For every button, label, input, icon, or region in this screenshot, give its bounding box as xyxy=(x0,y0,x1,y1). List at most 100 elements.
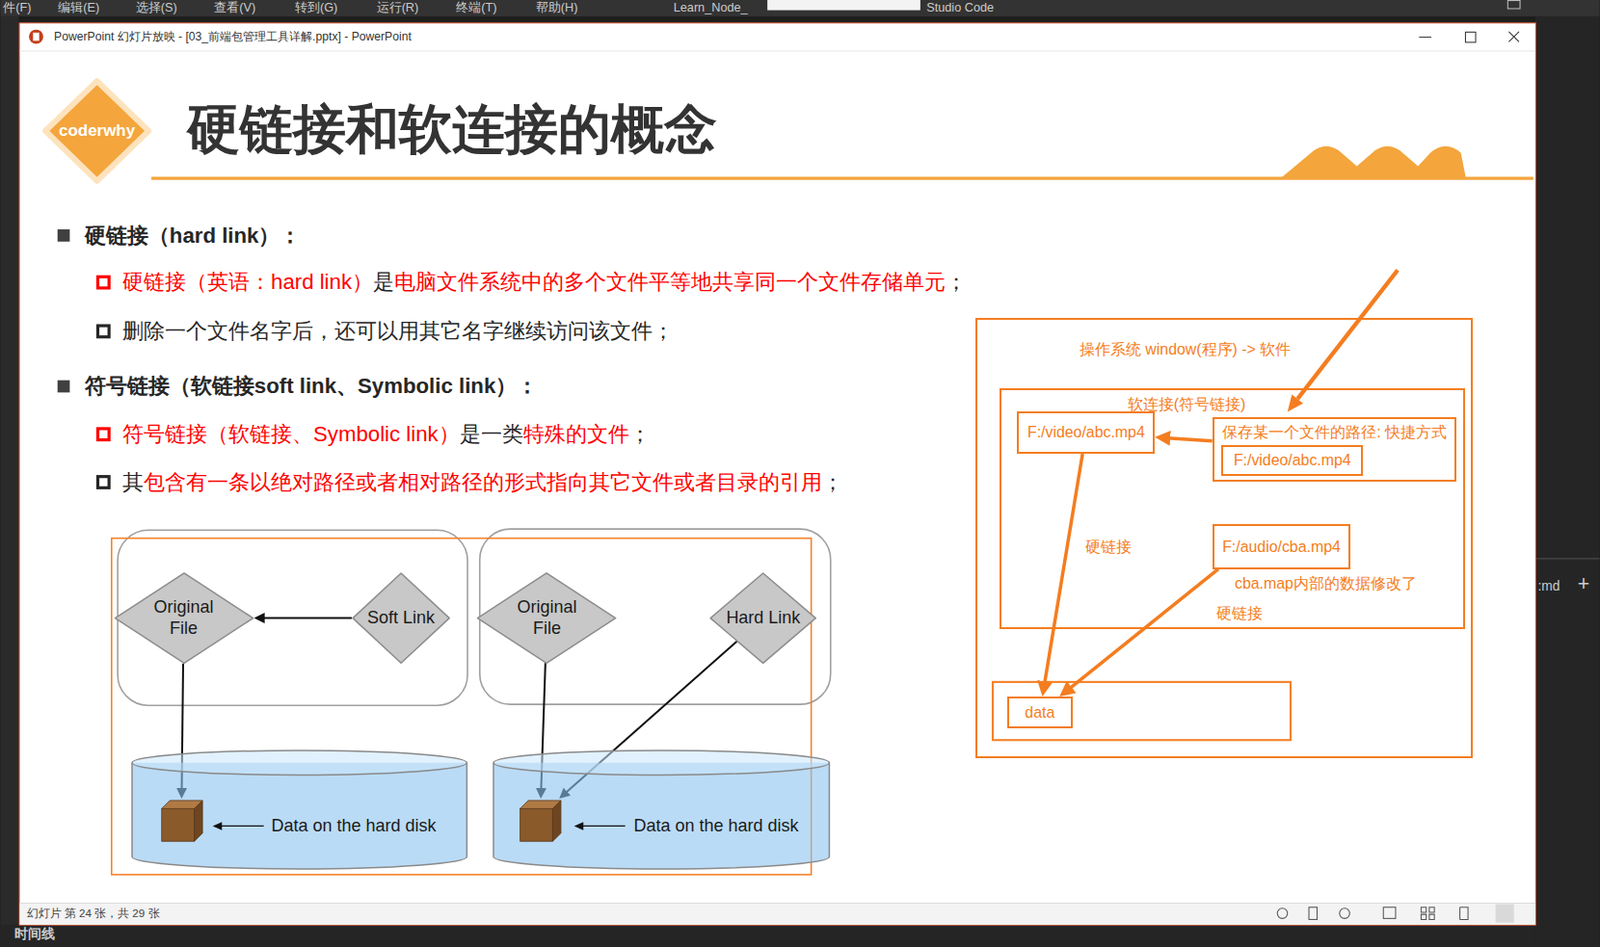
label-anchor: 帮助(H) xyxy=(535,0,579,17)
node-text: Data on the hard disk xyxy=(271,815,437,838)
menu-bar xyxy=(0,0,1600,17)
maximize-button xyxy=(1465,31,1476,43)
bullet-text: 是 xyxy=(373,268,395,296)
side-panel xyxy=(1535,16,1600,947)
status-text: 幻灯片 第 24 张，共 29 张 xyxy=(26,906,160,922)
pointer-arrowhead xyxy=(1287,395,1304,413)
leader-line xyxy=(220,826,264,827)
label-anchor: 硬链接 xyxy=(1214,604,1265,624)
file-diamond: Original File xyxy=(476,572,617,665)
pointer-arrow xyxy=(1297,269,1398,400)
leader-arrowhead xyxy=(574,822,585,830)
bullet-heading: 符号链接（软链接soft link、Symbolic link）： xyxy=(84,373,538,400)
file-diamond: Original File xyxy=(113,572,255,665)
connector xyxy=(260,617,352,620)
text-line: 其包含有一条以绝对路径或者相对路径的形式指向其它文件或者目录的引用； xyxy=(122,469,844,497)
node-text: Soft Link xyxy=(367,607,435,630)
panel-tab: :md xyxy=(1537,578,1560,595)
edge-label: 硬链接 xyxy=(1083,537,1134,558)
text-line: 删除一个文件名字后，还可以用其它名字继续访问该文件； xyxy=(122,318,674,346)
storage-frame xyxy=(992,682,1291,741)
label-anchor: 时间线 xyxy=(14,926,55,943)
label-anchor: Learn_Node_ xyxy=(673,0,748,17)
path-box: F:/video/abc.mp4 xyxy=(1221,445,1363,477)
node-text: Original File xyxy=(510,597,583,640)
file-box: F:/video/abc.mp4 xyxy=(1016,411,1155,454)
sub-bullet xyxy=(97,477,109,489)
menu-item: 帮助(H) xyxy=(535,0,579,17)
mountain-decoration xyxy=(1280,146,1467,179)
cylinder-top xyxy=(493,750,829,775)
data-cube xyxy=(553,800,561,842)
bullet-square xyxy=(57,380,71,394)
powerpoint-window xyxy=(19,23,1536,926)
disk-cylinder: Data on the hard disk xyxy=(131,749,468,871)
label-anchor: 转到(G) xyxy=(294,0,338,17)
cylinder-shape xyxy=(492,749,830,871)
label-anchor: 查看(V) xyxy=(213,0,256,17)
title-anchor: 硬链接和软连接的概念 xyxy=(186,96,718,163)
file-box: F:/audio/cba.mp4 xyxy=(1212,524,1352,570)
minimize-button xyxy=(1418,36,1432,38)
cylinder-shape xyxy=(131,749,468,871)
status-icon xyxy=(1383,907,1396,920)
logo-diamond: coderwhy xyxy=(44,80,150,183)
diamond-outline xyxy=(478,573,616,664)
cylinder-body xyxy=(132,763,467,870)
node-text: coderwhy xyxy=(58,120,135,141)
label-anchor: 硬链接 xyxy=(1083,537,1134,558)
bullet-text: ； xyxy=(629,421,651,449)
activity-bar xyxy=(0,16,19,947)
status-icon xyxy=(1308,907,1317,921)
node-text: Original File xyxy=(148,597,220,640)
disk-cylinder: Data on the hard disk xyxy=(492,749,830,871)
connector xyxy=(1043,453,1083,689)
label-anchor: Studio Code xyxy=(926,0,994,17)
node-text: F:/video/abc.mp4 xyxy=(1233,451,1352,471)
menu-item: 件(F) xyxy=(2,0,31,17)
status-icon xyxy=(1420,907,1435,921)
data-cube xyxy=(160,809,194,843)
menu-item: 选择(S) xyxy=(135,0,178,17)
node-text: 保存某一个文件的路径: 快捷方式 xyxy=(1222,423,1447,443)
bullet-text: 其 xyxy=(122,469,144,497)
slide-title: 硬链接和软连接的概念 xyxy=(186,96,718,163)
annotation-note: cba.map内部的数据修改了 xyxy=(1234,574,1417,594)
node-text: F:/audio/cba.mp4 xyxy=(1222,537,1341,558)
node-text: Hard Link xyxy=(725,607,800,630)
connector xyxy=(1164,437,1213,441)
sub-bullet xyxy=(97,276,109,289)
diamond-outline xyxy=(710,573,816,664)
bullet-text: 电脑文件系统中的多个文件平等地共享同一个文件存储单元 xyxy=(394,268,946,296)
label-anchor: 运行(R) xyxy=(376,0,420,17)
menu-item: 终端(T) xyxy=(455,0,497,17)
add-button: + xyxy=(1577,571,1590,597)
text-line: 符号链接（软链接、Symbolic link）是一类特殊的文件； xyxy=(122,421,651,449)
menu-item: 转到(G) xyxy=(294,0,338,17)
cylinder-body xyxy=(493,763,829,870)
bullet-text: 包含有一条以绝对路径或者相对路径的形式指向其它文件或者目录的引用 xyxy=(143,469,823,497)
text-line: 符号链接（软链接soft link、Symbolic link）： xyxy=(84,373,538,400)
softlink-box: 软连接(符号链接)F:/video/abc.mp4保存某一个文件的路径: 快捷方… xyxy=(999,388,1465,630)
leader-line xyxy=(582,826,625,827)
diamond-outline xyxy=(114,573,253,664)
data-box: data xyxy=(1007,696,1073,729)
label-anchor: cba.map内部的数据修改了 xyxy=(1234,574,1417,594)
bullet-heading: 硬链接（hard link）： xyxy=(84,222,302,250)
label-anchor: 编辑(E) xyxy=(57,0,100,17)
label-anchor: PowerPoint 幻灯片放映 - [03_前端包管理工具详解.pptx] -… xyxy=(53,29,412,45)
leader-arrowhead xyxy=(212,822,222,830)
link-diamond: Hard Link xyxy=(709,572,817,665)
status-icon xyxy=(1277,908,1288,920)
menu-item: 运行(R) xyxy=(376,0,420,17)
sub-bullet xyxy=(97,325,109,338)
panel-heading: 时间线 xyxy=(14,926,55,943)
label-anchor: 选择(S) xyxy=(135,0,178,17)
text-line: 硬链接（英语：hard link）是电脑文件系统中的多个文件平等地共享同一个文件… xyxy=(122,268,967,296)
text-line: 硬链接（hard link）： xyxy=(84,222,302,250)
powerpoint-icon xyxy=(28,29,44,45)
close-button xyxy=(1508,31,1520,43)
